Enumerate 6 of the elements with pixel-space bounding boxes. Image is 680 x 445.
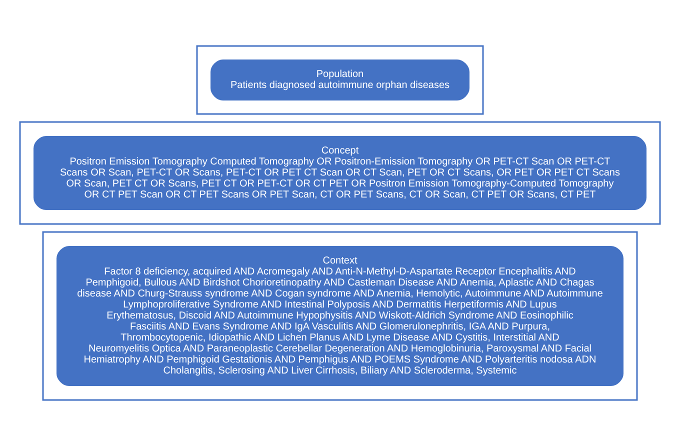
node-box: Population Patients diagnosed autoimmune orphan diseases bbox=[210, 59, 470, 100]
cluster bbox=[196, 44, 484, 114]
node-box: Context Factor 8 deficiency, acquired AND Acromegaly AND Anti-N-Methyl-D-Aspartate Receptor Encephalitis AND Pemphigoid, Bullous AND Birdshot Chorioretinopathy AND Castleman Disease AND Anemia, Aplastic AND Chagas disease AND Churg-Strauss syndrome AND Cogan syndrome AND Anemia, Hemolytic, Autoimmune AND Autoimmune Lymphoproliferative Syndrome AND Intestinal Polyposis AND Dermatitis Herpetiformis AND Lupus Erythematosus, Discoid AND Autoimmune Hypophysitis AND Wiskott-Aldrich Syndrome AND Eosinophilic Fasciitis AND Evans Syndrome AND IgA Vasculitis AND Glomerulonephritis, IGA AND Purpura, Thrombocytopenic, Idiopathic AND Lichen Planus AND Lyme Disease AND Cystitis, Interstitial AND Neuromyelitis Optica AND Paraneoplastic Cerebellar Degeneration AND Hemoglobinuria, Paroxysmal AND Facial Hemiatrophy AND Pemphigoid Gestationis AND Pemphigus AND POEMS Syndrome AND Polyarteritis nodosa ADN Cholangitis, Sclerosing AND Liver Cirrhosis, Biliary AND Scleroderma, Systemic bbox=[56, 246, 624, 386]
node-box: Concept Positron Emission Tomography Computed Tomography OR Positron-Emission Tomography OR PET-CT Scan OR PET-CT Scans OR Scan, PET-CT OR Scans, PET-CT OR PET CT Scan OR CT Scan, PET OR CT Scans, OR PET OR PET CT Scans OR Scan, PET CT OR Scans, PET CT OR PET-CT OR CT PET OR Positron Emission Tomography-Computed Tomography OR CT PET Scan OR CT PET Scans OR PET Scan, CT OR PET Scans, CT OR Scan, CT PET OR Scans, CT PET bbox=[34, 136, 646, 210]
cluster bbox=[42, 230, 638, 400]
cluster bbox=[19, 120, 661, 224]
